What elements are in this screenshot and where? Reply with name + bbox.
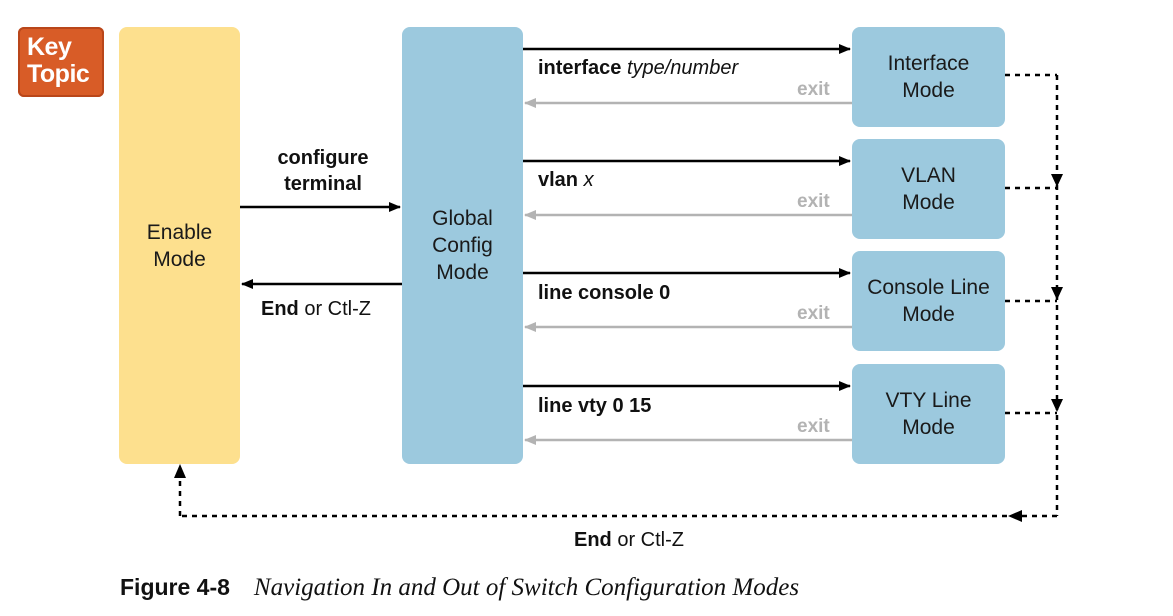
console-command: line console 0 (538, 282, 671, 304)
ctlz-text: or Ctl-Z (304, 298, 372, 320)
global-config-mode-box: Global Config Mode (402, 27, 523, 464)
vty-line-mode-label: VTY Line Mode (885, 389, 972, 439)
interface-command-label: interface type/number (538, 56, 738, 80)
exit-label-console: exit (797, 303, 830, 324)
key-topic-badge: Key Topic (18, 27, 104, 97)
dash-arrowheads (174, 174, 1063, 522)
interface-command: interface (538, 57, 622, 79)
interface-argument: type/number (626, 57, 739, 79)
arrowhead-down-vty (1051, 399, 1063, 412)
exit-label-vty: exit (797, 416, 830, 437)
end-keyword: End (261, 298, 299, 320)
vty-line-mode-box: VTY Line Mode (852, 364, 1005, 464)
vlan-mode-box: VLAN Mode (852, 139, 1005, 239)
key-topic-line2: Topic (27, 60, 90, 88)
configure-terminal-label: configure terminal (277, 147, 369, 195)
console-line-mode-label: Console Line Mode (867, 276, 990, 326)
figure-caption: Figure 4-8 Navigation In and Out of Switc… (120, 574, 799, 602)
arrowhead-down-vlan (1051, 174, 1063, 187)
interface-mode-label: Interface Mode (887, 52, 970, 102)
interface-mode-box: Interface Mode (852, 27, 1005, 127)
key-topic-line1: Key (27, 33, 72, 61)
vlan-command: vlan (538, 169, 579, 191)
end-ctlz-label-left: End or Ctl-Z (261, 297, 371, 321)
figure-title: Navigation In and Out of Switch Configur… (253, 574, 800, 601)
arrowhead-up-enable (174, 464, 186, 478)
end-keyword-bottom: End (574, 529, 612, 551)
ctlz-text-bottom: or Ctl-Z (617, 529, 685, 551)
exit-label-interface: exit (797, 79, 830, 100)
global-config-mode-label: Global Config Mode (432, 207, 493, 284)
arrowhead-down-console (1051, 287, 1063, 300)
vty-command: line vty 0 15 (538, 395, 652, 417)
exit-label-vlan: exit (797, 191, 830, 212)
figure-number: Figure 4-8 (120, 574, 230, 600)
enable-mode-label: Enable Mode (146, 220, 213, 271)
vlan-argument: x (583, 169, 594, 191)
vlan-command-label: vlan x (538, 168, 594, 192)
console-command-label: line console 0 (538, 281, 670, 305)
arrowhead-left-bottom (1008, 510, 1022, 522)
vty-command-label: line vty 0 15 (538, 394, 651, 418)
enable-mode-box: Enable Mode (119, 27, 240, 464)
console-line-mode-box: Console Line Mode (852, 251, 1005, 351)
vlan-mode-label: VLAN Mode (901, 164, 956, 214)
end-ctlz-label-bottom: End or Ctl-Z (574, 528, 684, 552)
